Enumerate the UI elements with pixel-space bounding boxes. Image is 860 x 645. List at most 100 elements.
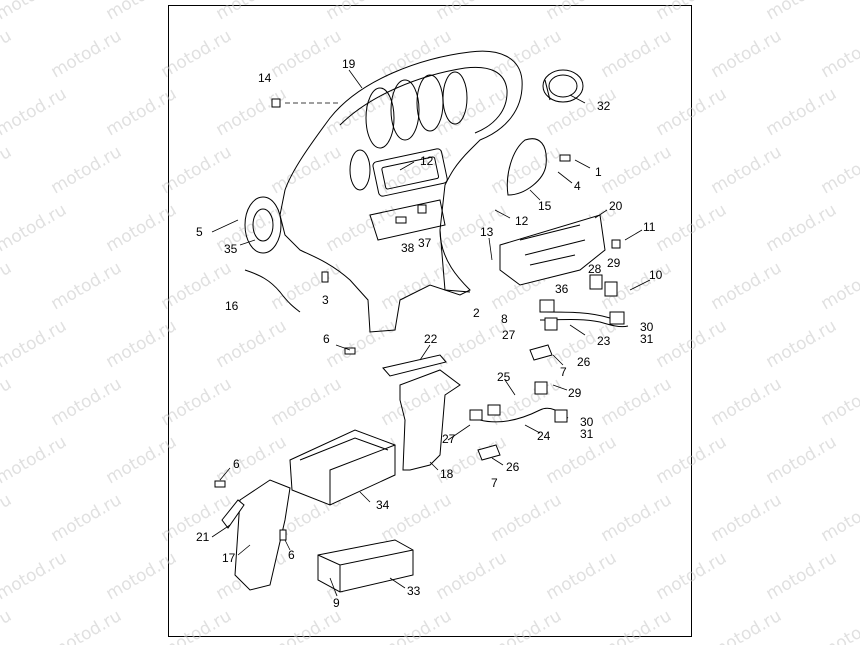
watermark-text: motod.ru [818,258,860,314]
callout-12b: 12 [515,214,529,228]
watermark-text: motod.ru [378,374,456,430]
watermark-text: motod.ru [0,490,15,546]
watermark-text: motod.ru [708,606,786,645]
watermark-text: motod.ru [103,432,181,488]
speaker-part-35 [244,196,282,254]
watermark-text: motod.ru [708,490,786,546]
cover-part-15 [506,138,547,196]
callout-31a: 31 [640,332,654,346]
callout-22: 22 [424,332,438,346]
callout-7a: 7 [560,365,567,379]
callout-7b: 7 [491,476,498,490]
watermark-text: motod.ru [0,84,70,140]
watermark-text: motod.ru [378,606,456,645]
watermark-text: motod.ru [158,26,236,82]
callout-6c: 6 [288,548,295,562]
watermark-text: motod.ru [818,142,860,198]
watermark-text: motod.ru [653,432,731,488]
watermark-text: motod.ru [213,84,291,140]
watermark-text: motod.ru [0,200,70,256]
callout-14: 14 [258,71,272,85]
watermark-text: motod.ru [708,142,786,198]
callout-25: 25 [497,370,511,384]
watermark-text: motod.ru [543,548,621,604]
callout-15: 15 [538,199,552,213]
bracket-part-17 [234,479,291,591]
callout-29b: 29 [568,386,582,400]
watermark-text: motod.ru [0,432,70,488]
callout-18: 18 [440,467,454,481]
callout-13: 13 [480,225,494,239]
callout-8: 8 [501,312,508,326]
watermark-text: motod.ru [488,606,566,645]
callout-33: 33 [407,584,421,598]
callout-35: 35 [224,242,238,256]
watermark-text: motod.ru [433,316,511,372]
watermark-text: motod.ru [213,432,291,488]
callout-30b: 30 [580,415,594,429]
watermark-text: motod.ru [708,258,786,314]
watermark-text: motod.ru [0,374,15,430]
watermark-text: motod.ru [0,258,15,314]
callout-26a: 26 [577,355,591,369]
watermark-text: motod.ru [708,26,786,82]
callout-23: 23 [597,334,611,348]
watermark-text: motod.ru [763,548,841,604]
watermark-text: motod.ru [0,548,70,604]
watermark-text: motod.ru [598,606,676,645]
watermark-text: motod.ru [158,258,236,314]
watermark-text: motod.ru [48,142,126,198]
watermark-text: motod.ru [103,84,181,140]
tray-part-34 [289,429,396,506]
callout-19: 19 [342,57,356,71]
watermark-text: motod.ru [158,374,236,430]
callout-27a: 27 [502,328,516,342]
watermark-text: motod.ru [48,26,126,82]
watermark-text: motod.ru [598,490,676,546]
callout-17: 17 [222,551,236,565]
watermark-text: motod.ru [653,200,731,256]
watermark-text: motod.ru [158,142,236,198]
watermark-text: motod.ru [48,374,126,430]
callout-32: 32 [597,99,611,113]
callout-26b: 26 [506,460,520,474]
radio-box-part-33 [317,539,414,593]
watermark-text: motod.ru [323,84,401,140]
watermark-text: motod.ru [763,316,841,372]
watermark-text: motod.ru [653,316,731,372]
callout-9: 9 [333,596,340,610]
callout-30a: 30 [640,320,654,334]
callout-1: 1 [595,165,602,179]
watermark-text: motod.ru [268,26,346,82]
watermark-text: motod.ru [268,374,346,430]
watermark-text: motod.ru [653,548,731,604]
harness-part-23 [539,274,629,331]
watermark-text: motod.ru [598,142,676,198]
bracket-part-22 [382,354,447,377]
watermark-text: motod.ru [268,258,346,314]
watermark-text: motod.ru [103,316,181,372]
callout-37: 37 [418,236,432,250]
callout-5: 5 [196,225,203,239]
watermark-text: motod.ru [103,200,181,256]
watermark-text: motod.ru [708,374,786,430]
watermark-text: motod.ru [103,548,181,604]
callout-31b: 31 [580,427,594,441]
callout-34: 34 [376,498,390,512]
watermark-text: motod.ru [818,490,860,546]
watermark-text: motod.ru [543,0,621,24]
watermark-text: motod.ru [48,606,126,645]
leader-lines [211,69,651,597]
watermark-text: motod.ru [763,200,841,256]
callout-24: 24 [537,429,551,443]
callout-2: 2 [473,306,480,320]
watermark-text: motod.ru [433,548,511,604]
gauge-part-32 [542,69,584,103]
callout-6a: 6 [323,332,330,346]
harness-part-24 [469,381,569,423]
callout-29a: 29 [607,256,621,270]
callout-labels: 1 2 3 4 5 6 6 6 7 7 8 9 10 11 12 12 13 1… [196,57,663,610]
watermark-text: motod.ru [763,432,841,488]
